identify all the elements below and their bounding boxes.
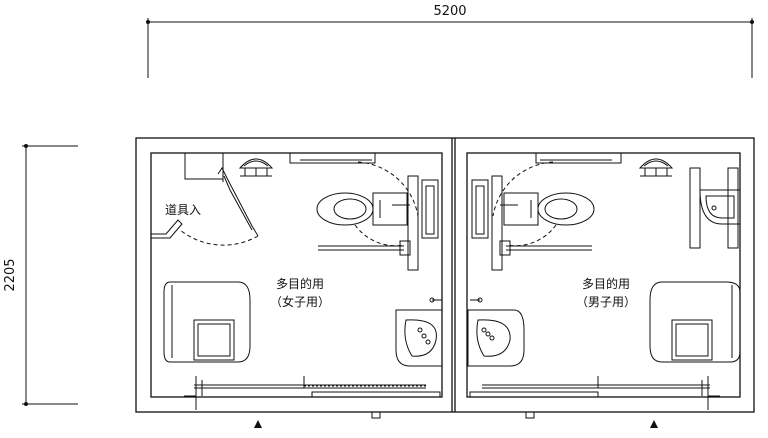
grab-bar-icon <box>318 175 439 271</box>
baby-seat-icon <box>238 158 274 177</box>
entrance-arrow-icon <box>650 420 658 428</box>
grab-bar-icon <box>289 152 376 164</box>
right-room-name: 多目的用 <box>582 276 630 291</box>
changing-table-icon <box>163 281 251 363</box>
storage-closet: 道具入 <box>151 152 259 246</box>
left-room: 道具入 <box>151 152 443 428</box>
left-room-name: 多目的用 <box>276 276 324 291</box>
changing-table-icon <box>649 281 741 363</box>
outer-wall <box>135 137 755 413</box>
urinal-icon <box>689 167 741 249</box>
grab-bar-icon <box>471 175 592 271</box>
width-dimension-label: 5200 <box>433 4 466 19</box>
depth-dimension-label: 2205 <box>3 258 18 291</box>
width-dimension: 5200 <box>146 4 754 78</box>
sliding-door <box>469 376 720 419</box>
baby-seat-icon <box>638 158 674 177</box>
sink-icon <box>395 297 443 367</box>
grab-bar-icon <box>535 152 622 164</box>
right-room: 多目的用 （男子用） <box>467 152 741 428</box>
sliding-door <box>184 376 441 419</box>
depth-dimension: 2205 <box>3 144 78 406</box>
sink-icon <box>467 297 525 367</box>
left-room-subtitle: （女子用） <box>270 294 330 309</box>
toilet-icon <box>492 161 595 247</box>
storage-label: 道具入 <box>165 203 201 217</box>
right-room-subtitle: （男子用） <box>576 295 636 309</box>
toilet-icon <box>316 161 419 247</box>
entrance-arrow-icon <box>254 420 262 428</box>
